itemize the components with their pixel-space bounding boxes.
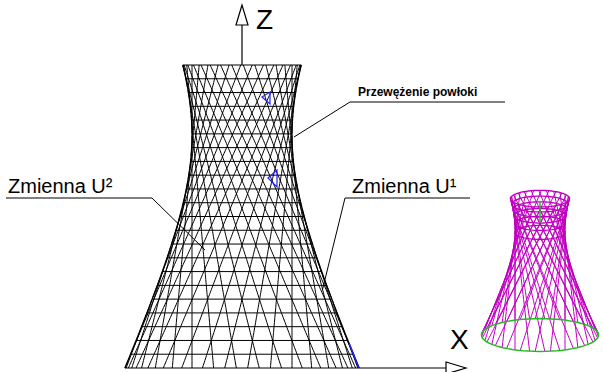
- axis-mark: [539, 201, 541, 223]
- mesh-ring: [186, 78, 298, 79]
- mesh-ring: [136, 340, 348, 341]
- tower-outline: [292, 65, 359, 368]
- mesh-ring: [162, 271, 321, 272]
- axis-label: Z: [256, 6, 273, 34]
- mesh-ring: [190, 106, 293, 107]
- mesh-ring: [125, 368, 359, 369]
- mesh-line: [191, 116, 213, 369]
- mesh-ring: [191, 161, 294, 162]
- tower-mesh: [125, 65, 359, 368]
- mesh-ring: [515, 225, 565, 239]
- base-ring: [481, 319, 598, 352]
- mesh-line: [520, 197, 569, 320]
- axis-arrowhead: [446, 362, 466, 372]
- mesh-line: [270, 116, 292, 369]
- mesh-line: [292, 136, 293, 368]
- mesh-ring: [157, 285, 326, 286]
- leader-line: [6, 198, 205, 250]
- mesh-ring: [186, 188, 297, 189]
- mesh-ring: [192, 120, 293, 121]
- mesh-ring: [188, 92, 295, 93]
- axis-arrowhead: [236, 5, 248, 25]
- mesh-ring: [192, 147, 293, 148]
- leader-line: [322, 198, 470, 290]
- mesh-ring: [176, 230, 308, 231]
- mesh-ring: [183, 202, 300, 203]
- edge-mark: [349, 344, 359, 368]
- callout-label: Zmienna U²: [8, 176, 112, 196]
- mesh-line: [495, 193, 562, 324]
- mesh-ring: [152, 299, 332, 300]
- leader-line: [294, 102, 505, 137]
- tower-outline: [125, 65, 192, 368]
- mesh-ring: [189, 175, 295, 176]
- callout-label: Zmienna U¹: [352, 176, 456, 196]
- callout-label: Przewężenie powłoki: [358, 86, 477, 98]
- mesh-line: [507, 195, 567, 322]
- mesh-ring: [131, 354, 354, 355]
- mesh-ring: [167, 257, 317, 258]
- mesh-ring: [192, 133, 292, 134]
- x-axis: [359, 367, 446, 368]
- variable-marker: [262, 92, 270, 104]
- mesh-ring: [180, 216, 304, 217]
- tower-3d-view: [481, 190, 598, 351]
- variable-marker: [268, 170, 277, 187]
- mesh-ring: [172, 244, 313, 245]
- mesh-line: [293, 158, 312, 368]
- axes: [236, 5, 466, 372]
- mesh-ring: [147, 312, 337, 313]
- z-axis: [241, 25, 242, 65]
- axis-label: X: [450, 326, 469, 354]
- mesh-ring: [142, 326, 343, 327]
